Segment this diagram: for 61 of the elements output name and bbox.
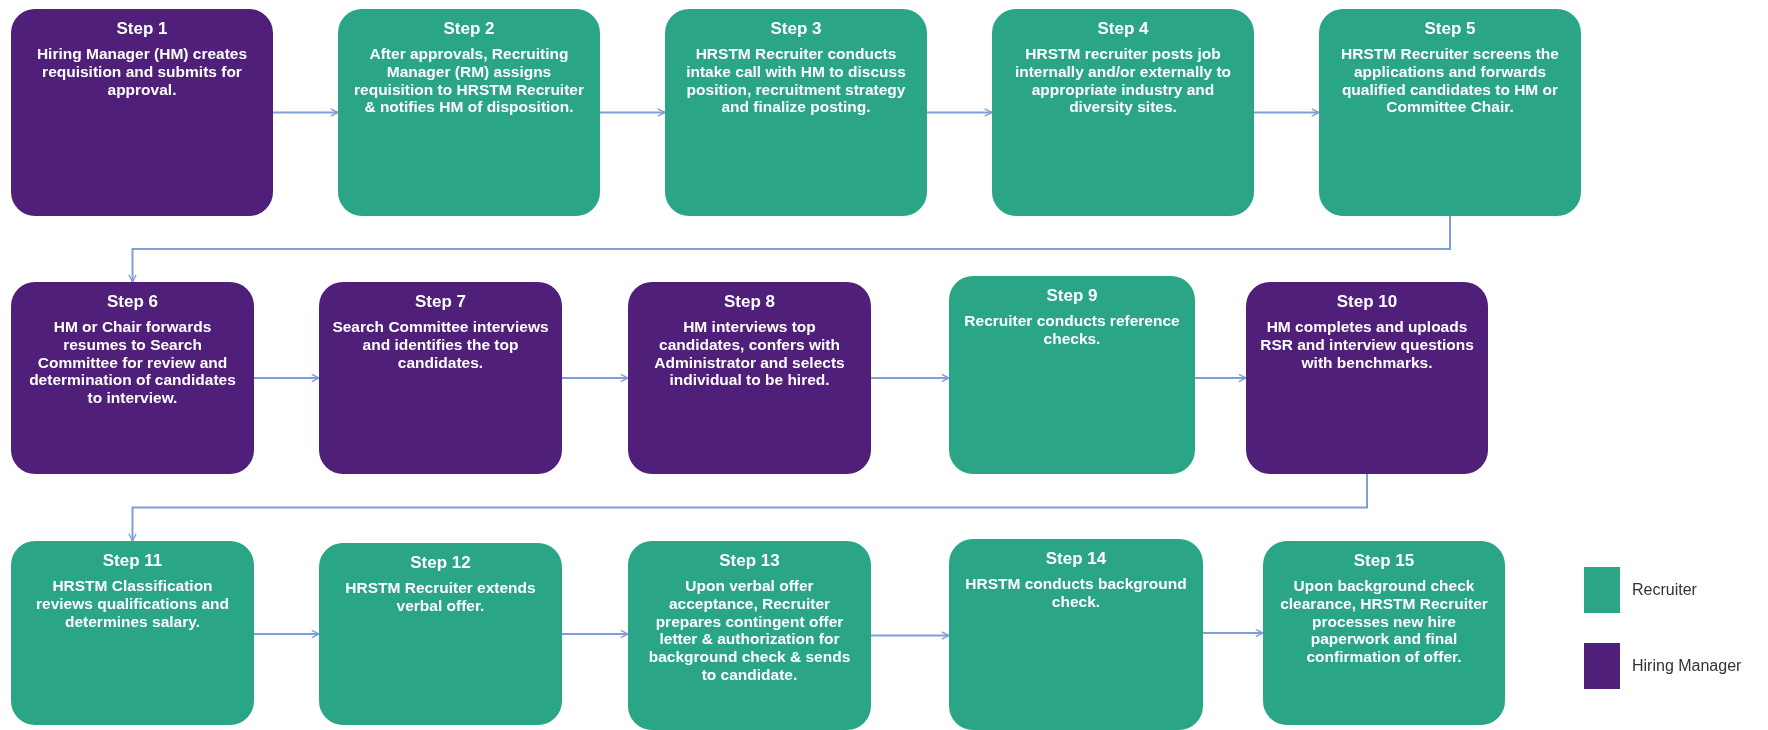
step-heading: Step 3 (770, 19, 822, 39)
legend-label: Recruiter (1632, 581, 1697, 599)
step-description: After approvals, Recruiting Manager (RM) assigns requisition to HRSTM Recruiter & notifies HM of disposition. (353, 45, 585, 117)
process-box (992, 9, 1254, 216)
step-heading: Step 9 (1046, 286, 1098, 306)
step-description: Upon background check clearance, HRSTM Recruiter processes new hire paperwork and final confirmation of offer. (1279, 577, 1489, 667)
arrow (253, 629, 320, 639)
step-heading: Step 13 (719, 551, 780, 571)
step-description: Recruiter conducts reference checks. (963, 312, 1181, 348)
process-box (1319, 9, 1581, 216)
arrow (128, 215, 1451, 283)
step-heading: Step 12 (410, 553, 471, 573)
legend-label: Hiring Manager (1632, 657, 1742, 675)
step-heading: Step 10 (1336, 292, 1398, 312)
process-box (949, 539, 1203, 730)
arrow (561, 373, 629, 383)
step-heading: Step 5 (1424, 19, 1476, 39)
step-heading: Step 1 (116, 19, 168, 39)
step-heading: Step 2 (443, 19, 495, 39)
step-heading: Step 15 (1353, 551, 1415, 571)
step-description: HM completes and uploads RSR and interview questions with benchmarks. (1259, 318, 1475, 372)
step-description: HRSTM Recruiter conducts intake call with HM to discuss position, recruitment strategy and finalize posting. (685, 45, 907, 117)
process-box (628, 541, 871, 730)
step-description: HRSTM conducts background check. (964, 575, 1188, 611)
process-box (11, 282, 254, 474)
step-description: HM or Chair forwards resumes to Search Committee for review and determination of candidates to interview. (28, 318, 237, 408)
step-heading: Step 14 (1045, 549, 1107, 569)
process-box (319, 543, 562, 725)
arrow (870, 631, 950, 640)
step-description: HRSTM Recruiter screens the applications and forwards qualified candidates to HM or Committee Chair. (1340, 45, 1560, 117)
step-heading: Step 6 (107, 292, 158, 312)
process-box (338, 9, 600, 216)
arrow (599, 108, 666, 117)
arrow (272, 108, 339, 117)
process-box (11, 9, 273, 216)
step-heading: Step 7 (415, 292, 466, 312)
step-heading: Step 8 (724, 292, 775, 312)
process-box (1263, 541, 1505, 725)
process-box (628, 282, 871, 474)
arrow (926, 108, 993, 117)
arrow (870, 373, 950, 383)
arrow (253, 373, 320, 383)
step-description: HM interviews top candidates, confers with Administrator and selects individual to be hired. (653, 318, 846, 390)
step-description: HRSTM Classification reviews qualifications and determines salary. (35, 577, 230, 631)
step-heading: Step 11 (102, 551, 163, 571)
process-box (319, 282, 562, 474)
step-description: HRSTM recruiter posts job internally and/or externally to appropriate industry and diversity sites. (1013, 45, 1233, 117)
process-box (949, 276, 1195, 474)
process-box (1246, 282, 1488, 474)
step-description: Search Committee interviews and identifies the top candidates. (331, 318, 550, 372)
process-box (665, 9, 927, 216)
step-heading: Step 4 (1097, 19, 1149, 39)
arrow (1253, 108, 1320, 117)
process-box (11, 541, 254, 725)
arrow (1194, 373, 1247, 383)
arrow (1202, 628, 1264, 638)
arrow (561, 629, 629, 639)
arrow (128, 473, 1368, 542)
step-description: HRSTM Recruiter extends verbal offer. (344, 579, 537, 615)
step-description: Hiring Manager (HM) creates requisition and submits for approval. (35, 45, 249, 99)
step-description: Upon verbal offer acceptance, Recruiter prepares contingent offer letter & authorization for background check & sends to candidate. (647, 577, 852, 684)
